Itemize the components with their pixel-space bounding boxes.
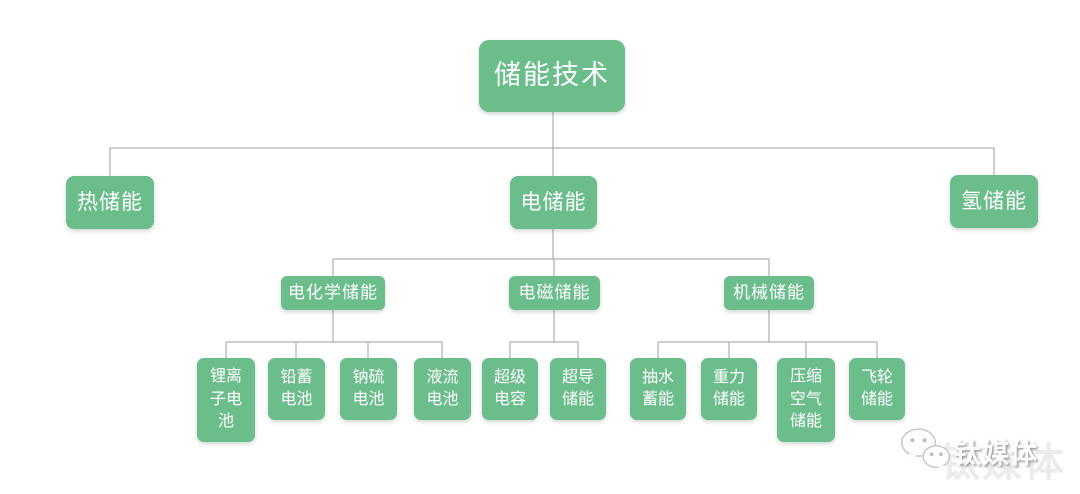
node-superconducting-storage: 超导储能 bbox=[550, 358, 606, 420]
node-sodium-sulfur-battery: 钠硫电池 bbox=[340, 358, 397, 420]
watermark-brand-text: 钛媒体 bbox=[954, 439, 1038, 469]
node-lithium-ion-battery: 锂离子电池 bbox=[197, 358, 255, 442]
node-mechanical-storage: 机械储能 bbox=[724, 276, 814, 310]
node-supercapacitor: 超级电容 bbox=[482, 358, 538, 420]
node-flow-battery: 液流电池 bbox=[414, 358, 471, 420]
node-thermal-storage: 热储能 bbox=[66, 176, 154, 229]
wechat-chat-bubbles-icon bbox=[898, 426, 954, 481]
node-electromagnetic-storage: 电磁储能 bbox=[509, 276, 600, 310]
node-flywheel-storage: 飞轮储能 bbox=[849, 358, 905, 420]
node-electrochemical-storage: 电化学储能 bbox=[281, 276, 385, 310]
node-hydrogen-storage: 氢储能 bbox=[950, 175, 1038, 228]
node-compressed-air-storage: 压缩空气储能 bbox=[777, 358, 835, 442]
tmtpost-watermark: 钛媒体 钛媒体 bbox=[898, 420, 1076, 488]
node-lead-acid-battery: 铅蓄电池 bbox=[268, 358, 325, 420]
node-electrical-storage: 电储能 bbox=[510, 176, 597, 229]
node-gravity-storage: 重力储能 bbox=[701, 358, 757, 420]
watermark-ghost-text: 钛媒体 bbox=[940, 441, 1066, 485]
node-energy-storage-tech: 储能技术 bbox=[479, 40, 625, 112]
node-pumped-hydro-storage: 抽水蓄能 bbox=[630, 358, 686, 420]
